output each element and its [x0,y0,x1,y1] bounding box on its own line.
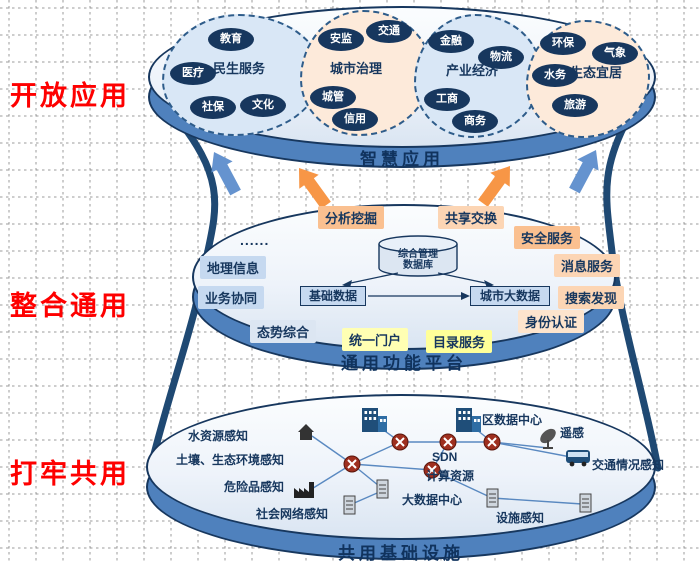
label-social-net-sensing: 社会网络感知 [256,507,329,521]
router-icon [439,433,457,451]
group-label-livelihood: 民生服务 [213,61,266,76]
group-label-governance: 城市治理 [330,61,383,76]
up-arrow-right-orange-icon [478,166,510,207]
database-connectors [345,272,491,297]
pill-security-service: 安全服务 [514,226,581,249]
up-arrow-right-blue-icon [569,150,599,194]
label-traffic-sensing: 交通情况感知 [592,458,665,472]
base-data-box: 基础数据 [300,286,366,306]
router-icon [483,433,501,451]
app-chip: 商务 [452,110,498,133]
server-icon [579,493,592,513]
label-compute-resource: 计算资源 [426,469,475,483]
label-remote-sensing: 遥感 [560,426,585,440]
pill-message-service: 消息服务 [554,254,621,277]
app-chip: 气象 [592,42,638,65]
app-chip: 水务 [532,64,578,87]
label-soil-eco-sensing: 土壤、生态环境感知 [176,453,285,467]
db-cylinder-line2: 数据库 [403,260,433,271]
pill-directory-service: 目录服务 [426,330,493,353]
satellite-dish-icon [540,428,556,449]
building-icon [362,408,387,432]
label-district-dc: 区数据中心 [482,413,543,427]
up-arrow-left-blue-icon [211,152,241,196]
bus-icon [566,450,590,467]
app-chip: 工商 [424,88,470,111]
pill-unified-portal: 统一门户 [342,328,409,351]
side-label-integrate-common: 整合通用 [10,291,130,321]
pill-situation-synthesis: 态势综合 [250,320,317,343]
server-icon [343,495,356,515]
server-icon [376,479,389,499]
pill-geo-info: 地理信息 [200,256,267,279]
app-chip: 安监 [318,28,364,51]
pill-analysis-mining: 分析挖掘 [318,206,385,229]
db-cylinder-line1: 综合管理 [398,249,438,260]
server-icon [486,488,499,508]
app-chip: 信用 [332,108,378,131]
group-label-eco: 生态宜居 [570,65,623,80]
label-sdn: SDN [432,450,458,464]
label-water-sensing: 水资源感知 [188,429,249,443]
up-arrow-left-orange-icon [299,168,331,209]
side-label-open-apps: 开放应用 [10,81,130,111]
router-icon [423,461,441,479]
app-chip: 城管 [310,86,356,109]
city-bigdata-box: 城市大数据 [470,286,550,306]
right-curve [603,104,662,472]
pill-identity-auth: 身份认证 [518,310,585,333]
app-chip: 交通 [366,20,412,43]
factory-icon [294,482,314,498]
app-chip: 教育 [208,28,254,51]
app-chip: 文化 [240,94,286,117]
house-icon [298,424,314,440]
pill-share-exchange: 共享交换 [438,206,505,229]
router-icon [391,433,409,451]
database-cylinder-icon [378,235,458,277]
router-icon [343,455,361,473]
band-label-shared-infra: 共用基础设施 [338,544,464,563]
app-chip: 金融 [428,30,474,53]
building-icon [456,408,481,432]
db-cylinder-label: 综合管理 数据库 [380,249,456,271]
label-bigdata-center: 大数据中心 [402,493,463,507]
side-label-solid-shared: 打牢共用 [10,459,130,489]
group-label-industry: 产业经济 [446,63,499,78]
pill-business-collab: 业务协同 [198,286,265,309]
app-chip: 旅游 [552,94,598,117]
band-label-common-platform: 通用功能平台 [341,354,467,373]
label-facility-sensing: 设施感知 [496,511,545,525]
pill-search-discovery: 搜索发现 [558,286,625,309]
app-chip: 环保 [540,32,586,55]
app-chip: 医疗 [170,62,216,85]
ellipsis-text: ...... [240,232,270,248]
app-chip: 社保 [190,96,236,119]
app-chip: 物流 [478,46,524,69]
band-label-smart-apps: 智慧应用 [360,150,444,169]
label-hazard-sensing: 危险品感知 [224,480,285,494]
